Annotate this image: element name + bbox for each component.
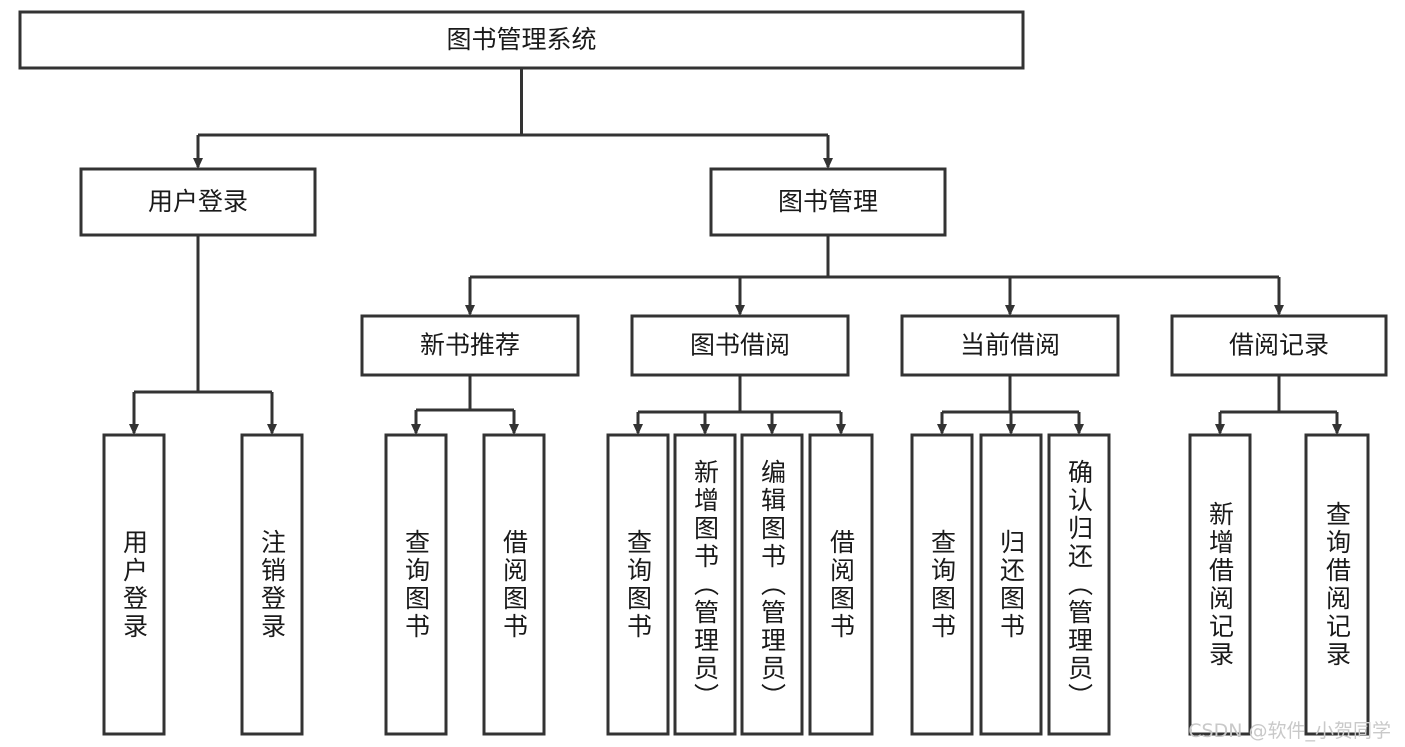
- node-leaf-user-login[interactable]: [102, 433, 166, 736]
- node-leaf-borrow-book-2[interactable]: [808, 433, 874, 736]
- node-current-borrow[interactable]: [900, 314, 1120, 377]
- node-borrow-record[interactable]: [1170, 314, 1388, 377]
- node-book-manage[interactable]: [709, 167, 947, 237]
- node-label-root: 图书管理系统: [446, 25, 596, 54]
- node-leaf-borrow-book-1[interactable]: [482, 433, 546, 736]
- node-label-book-borrow: 图书借阅: [690, 331, 790, 360]
- node-leaf-query-book-2[interactable]: [606, 433, 670, 736]
- node-leaf-logout[interactable]: [240, 433, 304, 736]
- node-label-borrow-record: 借阅记录: [1229, 331, 1329, 360]
- node-new-book-recommend[interactable]: [360, 314, 580, 377]
- node-user-login[interactable]: [79, 167, 317, 237]
- node-leaf-query-record[interactable]: [1304, 433, 1370, 736]
- node-label-user-login: 用户登录: [148, 187, 248, 216]
- node-leaf-add-book[interactable]: [673, 433, 737, 736]
- node-leaf-query-book-1[interactable]: [384, 433, 448, 736]
- node-leaf-return-book[interactable]: [979, 433, 1043, 736]
- node-label-new-book-recommend: 新书推荐: [420, 331, 520, 360]
- node-leaf-add-record[interactable]: [1188, 433, 1252, 736]
- connector-links: [129, 68, 1342, 435]
- node-leaf-query-book-3[interactable]: [910, 433, 974, 736]
- csdn-watermark: CSDN @软件_小贺同学: [1188, 720, 1391, 742]
- node-book-borrow[interactable]: [630, 314, 850, 377]
- node-leaf-edit-book[interactable]: [740, 433, 804, 736]
- node-label-current-borrow: 当前借阅: [960, 331, 1060, 360]
- node-root[interactable]: [18, 10, 1025, 70]
- node-label-book-manage: 图书管理: [778, 187, 878, 216]
- node-leaf-confirm-return[interactable]: [1047, 433, 1111, 736]
